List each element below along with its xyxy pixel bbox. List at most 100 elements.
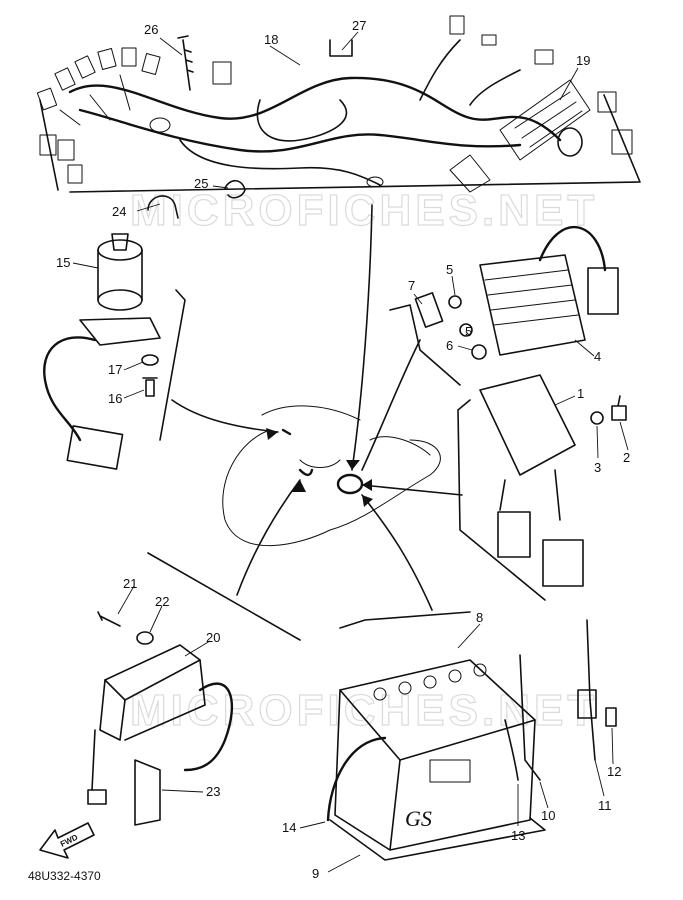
battery-lead-13 xyxy=(504,719,519,781)
callout-10: 10 xyxy=(541,808,555,823)
clamp-27 xyxy=(329,39,353,57)
spark-plug-cap-23 xyxy=(134,759,161,826)
washer-5b xyxy=(459,323,473,337)
ignition-coil-group xyxy=(87,552,301,826)
panel-coil-border xyxy=(147,552,301,641)
switch-bracket xyxy=(79,317,161,346)
label-sticker-small xyxy=(449,154,491,193)
callout-20: 20 xyxy=(206,630,220,645)
callout-5b: 5 xyxy=(465,324,472,339)
connector-top-left xyxy=(212,61,232,85)
callout-13: 13 xyxy=(511,828,525,843)
callout-3: 3 xyxy=(594,460,601,475)
relay-group xyxy=(457,374,627,601)
screw-21 xyxy=(97,611,121,627)
harness-knot xyxy=(149,117,171,133)
screw-2 xyxy=(611,395,627,421)
main-switch-group xyxy=(43,233,186,470)
forward-direction-arrow: FWD xyxy=(39,822,95,859)
switch-body xyxy=(97,249,143,301)
breather-pipe-10 xyxy=(519,654,541,781)
wire-harness-lower xyxy=(179,139,381,186)
rectifier-lead xyxy=(538,225,607,272)
rectifier-group xyxy=(389,225,619,386)
panel-right-border xyxy=(389,304,461,386)
fuse-holder-11 xyxy=(577,689,597,719)
wire-lead-top xyxy=(419,39,461,101)
callout-16: 16 xyxy=(108,391,122,406)
callout-5a: 5 xyxy=(446,262,453,277)
callout-9: 9 xyxy=(312,866,319,881)
diagram-part-code: 48U332-4370 xyxy=(28,869,101,883)
callout-8: 8 xyxy=(476,610,483,625)
relay-1 xyxy=(479,374,576,476)
relay-connector-right xyxy=(542,539,584,587)
battery-brand-mark: GS xyxy=(405,806,432,831)
panel-left-border xyxy=(159,289,186,441)
callout-25: 25 xyxy=(194,176,208,191)
callout-27: 27 xyxy=(352,18,366,33)
forward-label: FWD xyxy=(59,833,80,849)
clip-25 xyxy=(224,179,246,199)
leader-lines xyxy=(72,31,629,873)
callout-23: 23 xyxy=(206,784,220,799)
battery-tray xyxy=(329,817,546,861)
coil-terminal xyxy=(87,789,107,805)
wire-harness-main xyxy=(68,76,562,142)
grommet xyxy=(557,127,583,157)
battery-9 xyxy=(334,689,536,851)
clip-24 xyxy=(147,195,179,219)
callout-12: 12 xyxy=(607,764,621,779)
fuse-lead-11 xyxy=(586,619,596,761)
wire-harness-branch xyxy=(78,108,522,153)
callout-24: 24 xyxy=(112,204,126,219)
washer-22 xyxy=(136,631,154,645)
callout-1: 1 xyxy=(577,386,584,401)
mount-point-left xyxy=(281,428,314,477)
washer-5a xyxy=(448,295,462,309)
callout-21: 21 xyxy=(123,576,137,591)
watermark-top: MICROFICHES.NET xyxy=(130,186,598,235)
watermark-bottom: MICROFICHES.NET xyxy=(130,686,598,735)
key-slot xyxy=(111,233,129,251)
arrows xyxy=(171,204,463,611)
callout-labels: 26 27 18 19 24 25 15 17 16 7 5 5 6 4 1 3… xyxy=(56,18,630,881)
callout-11: 11 xyxy=(598,798,612,813)
panel-battery-border xyxy=(339,611,471,629)
callout-19: 19 xyxy=(576,53,590,68)
frame-outline xyxy=(222,405,441,547)
panel-relay-border xyxy=(457,399,546,601)
washer-17 xyxy=(141,354,159,366)
connector-far-right xyxy=(597,91,617,113)
callout-14: 14 xyxy=(282,820,296,835)
ignition-coil-20 xyxy=(99,659,206,741)
harness-panel-border xyxy=(69,94,641,193)
connector-small xyxy=(481,34,497,46)
connector-far-right-low xyxy=(611,129,633,155)
callout-18: 18 xyxy=(264,32,278,47)
callout-22: 22 xyxy=(155,594,169,609)
screw-16 xyxy=(142,377,158,397)
callout-6: 6 xyxy=(446,338,453,353)
harness-panel-left-edge xyxy=(39,99,59,191)
switch-lead-wire xyxy=(43,336,97,442)
wire-lead-right xyxy=(469,69,521,106)
switch-connector xyxy=(66,425,124,470)
battery-lead-14 xyxy=(326,736,387,822)
battery-label-box xyxy=(429,759,471,783)
relay-connector-left xyxy=(497,511,531,558)
callout-2: 2 xyxy=(623,450,630,465)
callout-17: 17 xyxy=(108,362,122,377)
label-sticker-19 xyxy=(499,79,591,161)
connector-mid-right xyxy=(534,49,554,65)
rectifier-4 xyxy=(479,254,586,356)
callout-4: 4 xyxy=(594,349,601,364)
nut-6 xyxy=(471,344,487,360)
collar-7 xyxy=(414,292,444,328)
washer-3 xyxy=(590,411,604,425)
ring-terminal xyxy=(366,176,384,188)
rectifier-connector xyxy=(587,267,619,315)
mount-point-main xyxy=(336,473,364,495)
callout-26: 26 xyxy=(144,22,158,37)
